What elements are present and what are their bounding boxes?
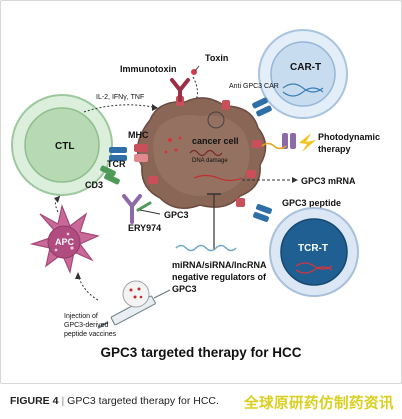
gpc3-peptide-label: GPC3 peptide <box>282 198 341 208</box>
toxin-pointer <box>194 65 200 72</box>
anti-gpc3-car-label: Anti GPC3 CAR <box>229 83 279 90</box>
diagram-title: GPC3 targeted therapy for HCC <box>100 345 301 360</box>
gpc3-mrna-arrowhead <box>292 177 298 183</box>
injection-label-line1: Injection of <box>64 313 98 320</box>
figure-caption: FIGURE 4|GPC3 targeted therapy for HCC. <box>10 395 219 407</box>
anti-gpc3-car-receptor <box>252 97 272 117</box>
tcr-label: TCR <box>107 159 126 169</box>
figure-label: FIGURE 4 <box>10 395 59 407</box>
gpc3-label: GPC3 <box>164 210 189 220</box>
cytokine-arrowhead <box>152 104 158 111</box>
apc-to-ctl-arrowhead <box>54 196 60 203</box>
immunotoxin-arrow <box>192 76 198 101</box>
vaccine-vial-icon <box>122 280 150 308</box>
tcr-receptor <box>109 147 127 161</box>
photodynamic-label-line2: therapy <box>318 144 351 154</box>
caption-separator: | <box>61 395 65 407</box>
ery974-label: ERY974 <box>128 223 161 233</box>
cd3-label: CD3 <box>85 180 103 190</box>
mirna-label-line3: GPC3 <box>172 284 197 294</box>
ctl-cell <box>11 94 113 196</box>
cytokine-arrow <box>83 104 159 113</box>
mirna-label-line2: negative regulators of <box>172 272 267 282</box>
photodynamic-molecule <box>261 133 316 152</box>
tcr-t-cell <box>269 207 359 297</box>
apc-cell <box>29 203 100 274</box>
vaccine-arrow <box>77 275 99 301</box>
mirna-strand <box>175 244 237 252</box>
injection-label-line3: peptide vaccines <box>64 331 117 338</box>
gpc3-mrna-label: GPC3 mRNA <box>301 176 356 186</box>
car-t-cell <box>258 29 348 119</box>
watermark-text: 全球原研药仿制药资讯 <box>244 396 394 412</box>
photodynamic-label-line1: Photodynamic <box>318 132 380 142</box>
car-t-label: CAR-T <box>290 62 321 73</box>
cd3-receptor <box>100 165 120 185</box>
tcr-t-label: TCR-T <box>298 243 328 254</box>
vaccine-arrowhead <box>75 272 81 279</box>
toxin-label: Toxin <box>205 53 228 63</box>
caption-text: GPC3 targeted therapy for HCC. <box>67 395 219 407</box>
mhc-label: MHC <box>128 130 149 140</box>
gpc3-peptide-tcr <box>253 204 272 222</box>
immunotoxin-molecule <box>170 69 197 102</box>
mirna-label-line1: miRNA/siRNA/lncRNA <box>172 260 267 270</box>
apc-label: APC <box>55 237 75 247</box>
injection-label-line2: GPC3-derived <box>64 322 108 329</box>
cancer-cell <box>134 96 267 209</box>
ery974-antibody <box>122 194 152 224</box>
cytokines-label: IL-2, IFNγ, TNF <box>96 94 144 101</box>
dna-damage-label: DNA damage <box>192 158 228 164</box>
immunotoxin-label: Immunotoxin <box>120 64 177 74</box>
toxin-entry-marker <box>207 111 225 129</box>
ctl-label: CTL <box>55 141 74 152</box>
gpc3-pointer <box>139 209 161 215</box>
cancer-cell-label: cancer cell <box>192 136 239 146</box>
